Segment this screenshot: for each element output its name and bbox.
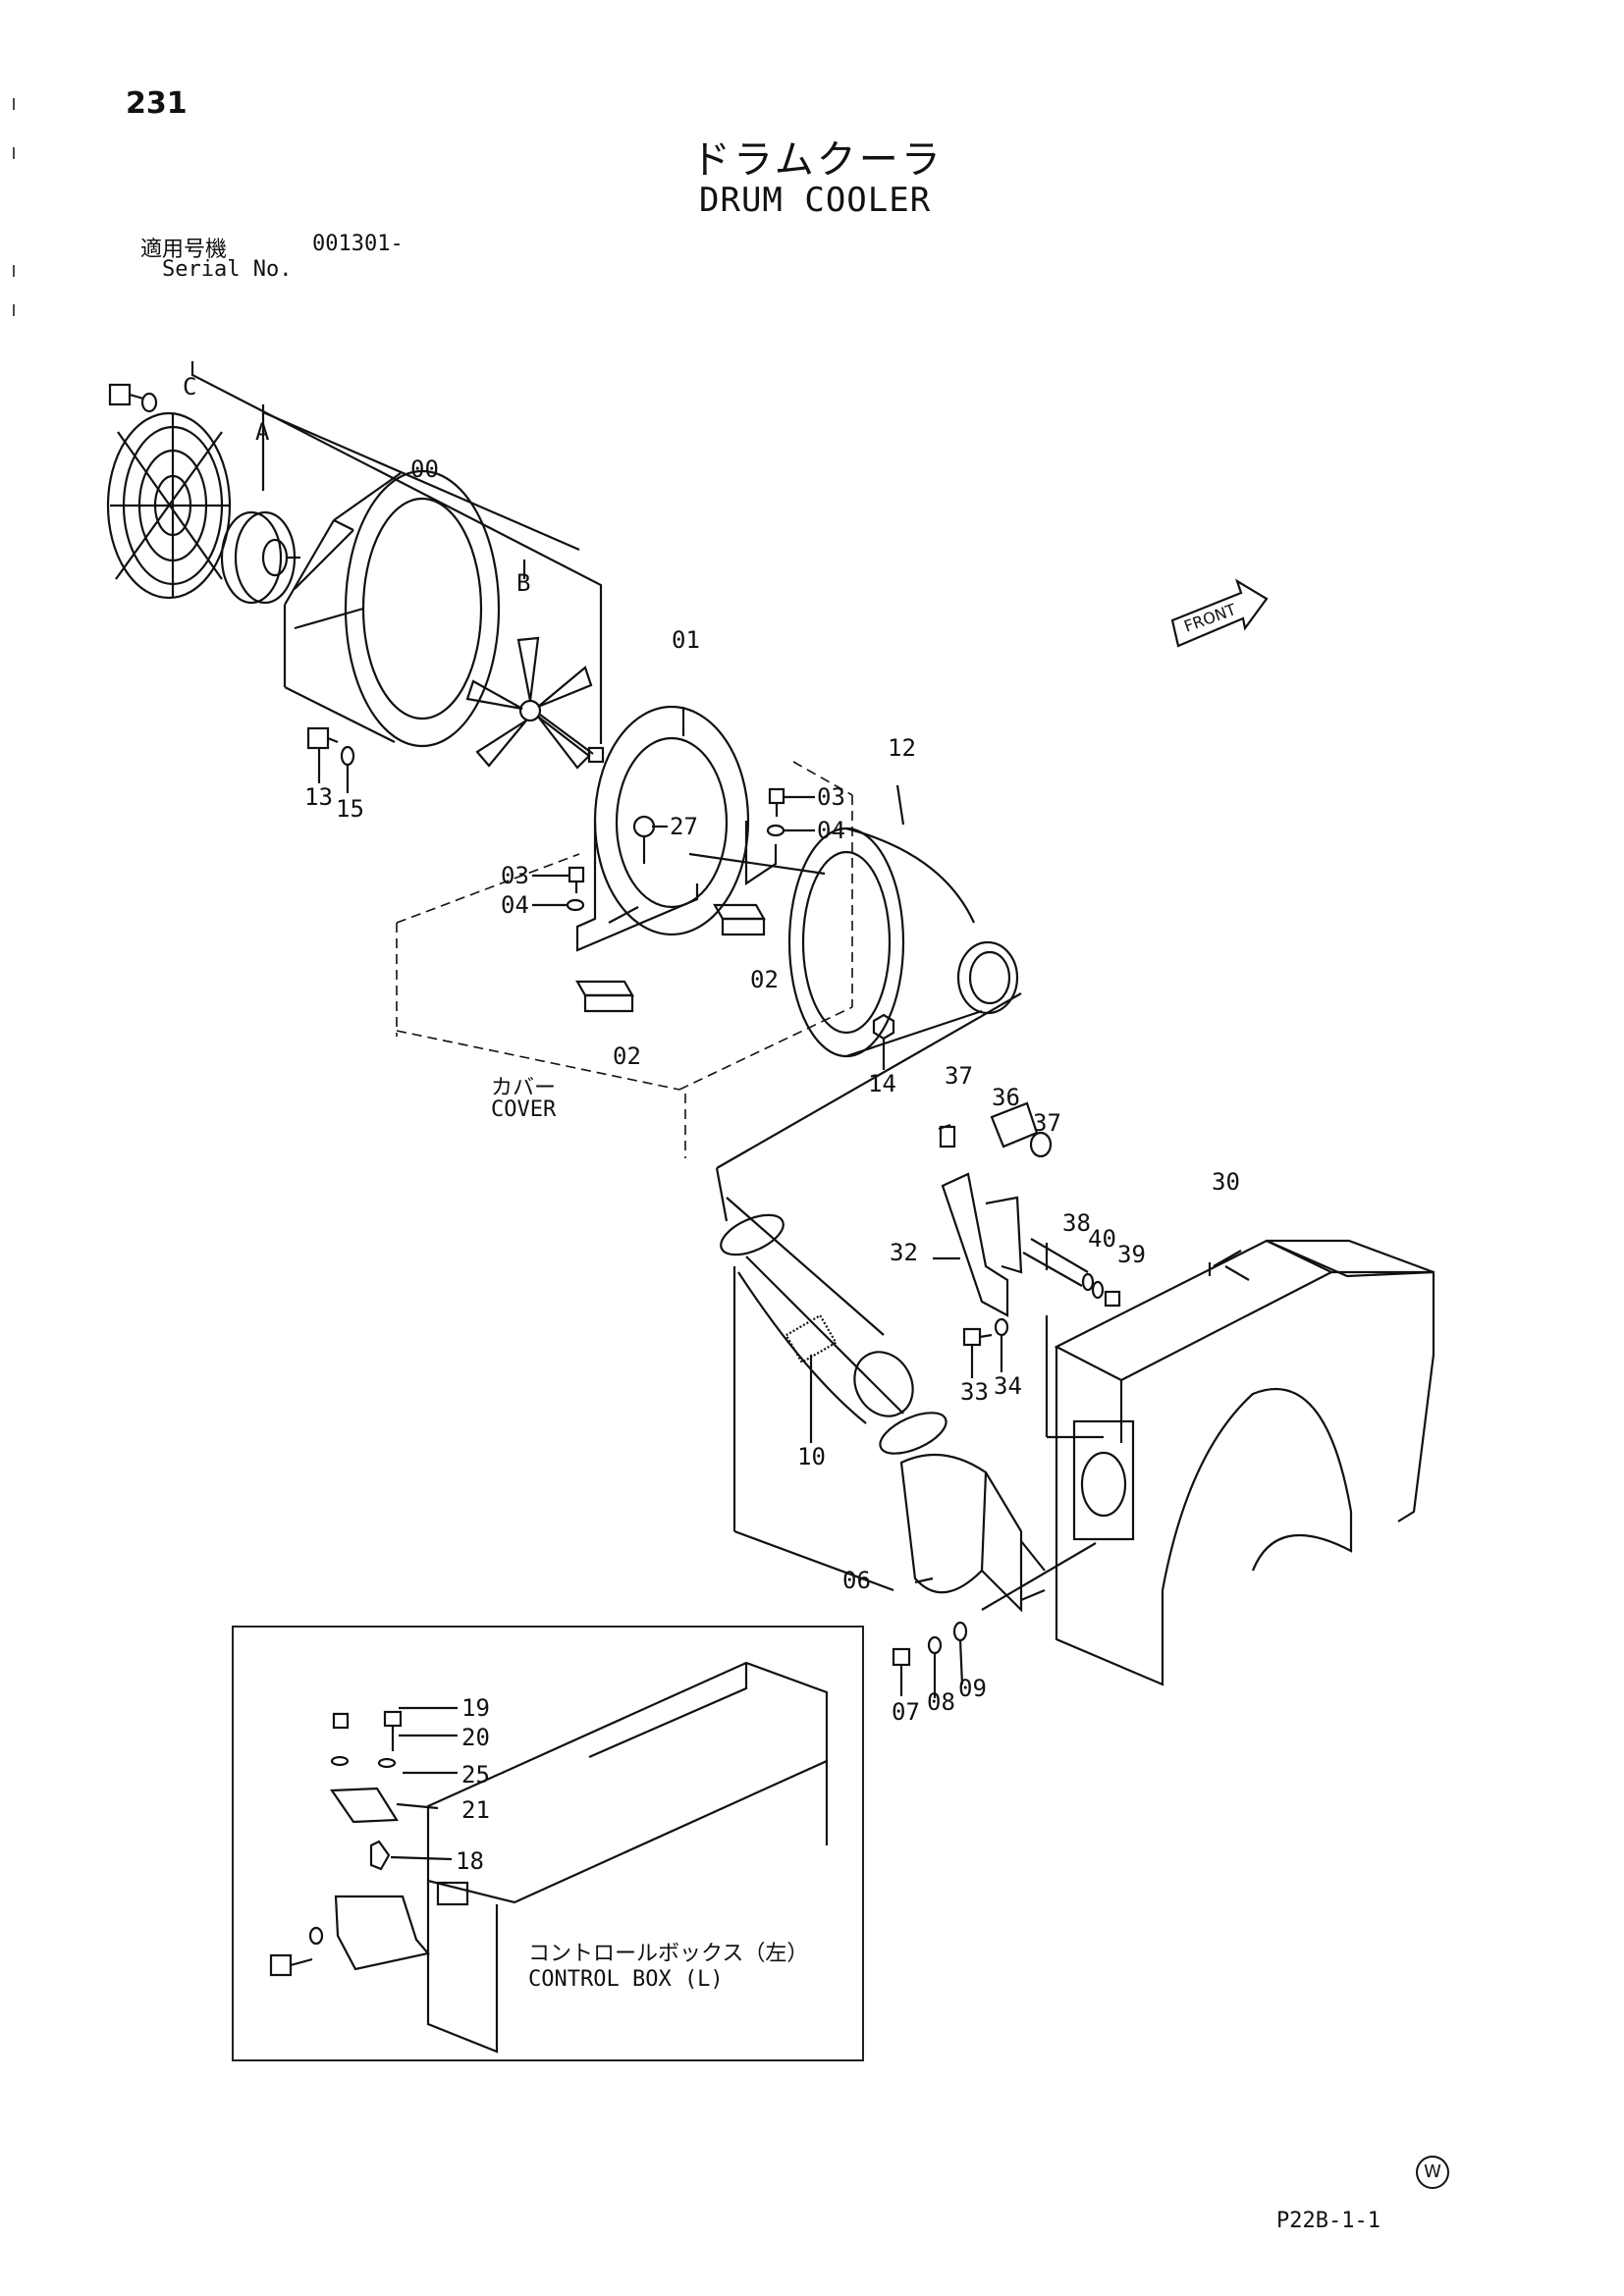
callout-12: 12 <box>888 734 916 762</box>
page-number: 231 <box>126 86 188 121</box>
main-duct <box>1054 1239 1435 1686</box>
callout-07: 07 <box>892 1698 920 1726</box>
cover-outline <box>396 761 853 1158</box>
control-box-detail <box>269 1661 829 2054</box>
callout-38: 38 <box>1062 1209 1091 1237</box>
callout-30: 30 <box>1212 1168 1240 1196</box>
callout-01: 01 <box>672 626 700 654</box>
callout-15: 15 <box>336 795 364 823</box>
callout-37-right: 37 <box>1033 1109 1061 1137</box>
callout-40: 40 <box>1088 1225 1116 1253</box>
fan-guard <box>106 411 232 600</box>
serial-value: 001301- <box>312 232 404 256</box>
watermark-icon: W <box>1416 2156 1449 2189</box>
cover-label-en: COVER <box>491 1097 557 1122</box>
serial-label-jp: 適用号機 <box>140 238 228 262</box>
elbow-duct <box>899 1453 1046 1613</box>
callout-00: 00 <box>410 455 439 483</box>
filter-and-clamps <box>720 1197 947 1592</box>
control-box-inset <box>232 1626 864 2061</box>
callout-18: 18 <box>456 1847 484 1875</box>
motor <box>220 510 300 605</box>
callout-04-left: 04 <box>501 891 529 919</box>
callout-02-right: 02 <box>750 966 779 993</box>
callout-13: 13 <box>304 783 333 811</box>
callout-20: 20 <box>461 1724 490 1751</box>
callout-37-left: 37 <box>945 1062 973 1090</box>
rubber-pads <box>575 903 766 1013</box>
callout-19: 19 <box>461 1694 490 1722</box>
cover-label-jp: カバー <box>491 1076 557 1100</box>
callout-14: 14 <box>868 1070 896 1097</box>
front-arrow-icon <box>1170 578 1269 648</box>
control-box-label-en: CONTROL BOX (L) <box>528 1967 724 1992</box>
mount-bolts <box>532 787 815 912</box>
housing-bolts <box>306 726 355 793</box>
callout-06: 06 <box>842 1567 871 1594</box>
callout-03-left: 03 <box>501 862 529 889</box>
nut-14 <box>872 1013 895 1070</box>
serial-label-en: Serial No. <box>162 257 293 282</box>
group-bracket-lines <box>190 361 603 744</box>
callout-33: 33 <box>960 1378 989 1406</box>
duct-guide <box>715 992 1022 1222</box>
callout-03-right: 03 <box>817 783 845 811</box>
callout-27: 27 <box>670 813 698 840</box>
elbow-bolts <box>892 1542 1097 1698</box>
callout-C: C <box>183 373 197 400</box>
callout-B: B <box>516 569 531 597</box>
control-box-label-jp: コントロールボックス（左） <box>528 1942 809 1966</box>
callout-34: 34 <box>994 1372 1022 1400</box>
callout-09: 09 <box>958 1675 987 1702</box>
page-code: P22B-1-1 <box>1276 2209 1380 2233</box>
callout-10: 10 <box>797 1443 826 1470</box>
mount-bracket <box>575 705 778 952</box>
fan-housing <box>283 469 501 748</box>
duct-bracket <box>933 1101 1121 1439</box>
callout-36: 36 <box>992 1084 1020 1111</box>
page-title-jp: ドラムクーラ <box>691 137 944 183</box>
callout-04-right: 04 <box>817 817 845 844</box>
callout-32: 32 <box>890 1239 918 1266</box>
callout-A: A <box>255 418 270 446</box>
fan-blade <box>465 636 605 770</box>
callout-39: 39 <box>1117 1241 1146 1268</box>
callout-08: 08 <box>927 1688 955 1716</box>
guard-bolt <box>108 383 158 413</box>
callout-25: 25 <box>461 1761 490 1789</box>
callout-21: 21 <box>461 1796 490 1824</box>
callout-02-left: 02 <box>613 1042 641 1070</box>
cooler-cone <box>688 784 1019 1058</box>
page-title-en: DRUM COOLER <box>699 181 932 220</box>
